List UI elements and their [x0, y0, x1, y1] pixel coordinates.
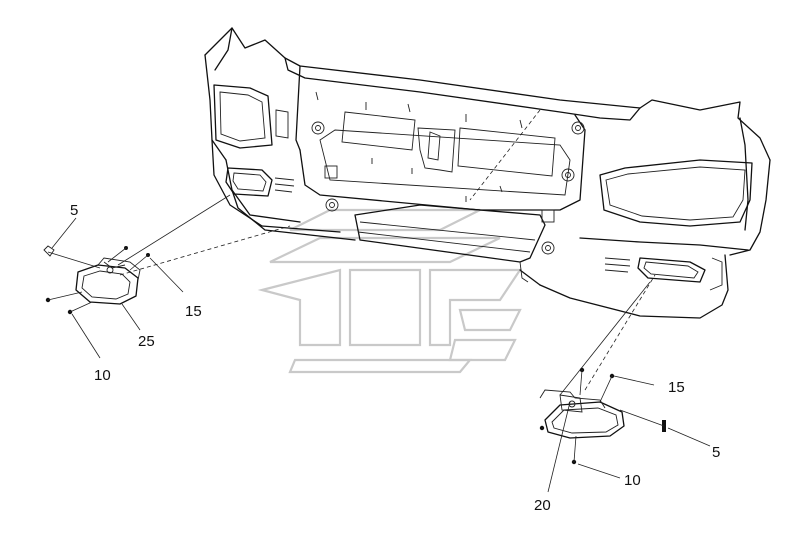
right-fog-lamp: [539, 367, 666, 465]
callout-labels: 5 15 25 10 15 5 10 20: [70, 202, 720, 514]
callout-right-20: 20: [534, 497, 551, 514]
left-fog-lamp: [43, 245, 150, 315]
callout-leaders: [51, 217, 711, 493]
callout-left-5: 5: [70, 202, 78, 219]
callout-left-25: 25: [138, 333, 155, 350]
callout-right-10: 10: [624, 472, 641, 489]
callout-right-5: 5: [712, 444, 720, 461]
callout-left-10: 10: [94, 367, 111, 384]
leader-lines: [117, 109, 656, 396]
bumper-assembly: [204, 27, 771, 319]
callout-left-15: 15: [185, 303, 202, 320]
callout-right-15: 15: [668, 379, 685, 396]
